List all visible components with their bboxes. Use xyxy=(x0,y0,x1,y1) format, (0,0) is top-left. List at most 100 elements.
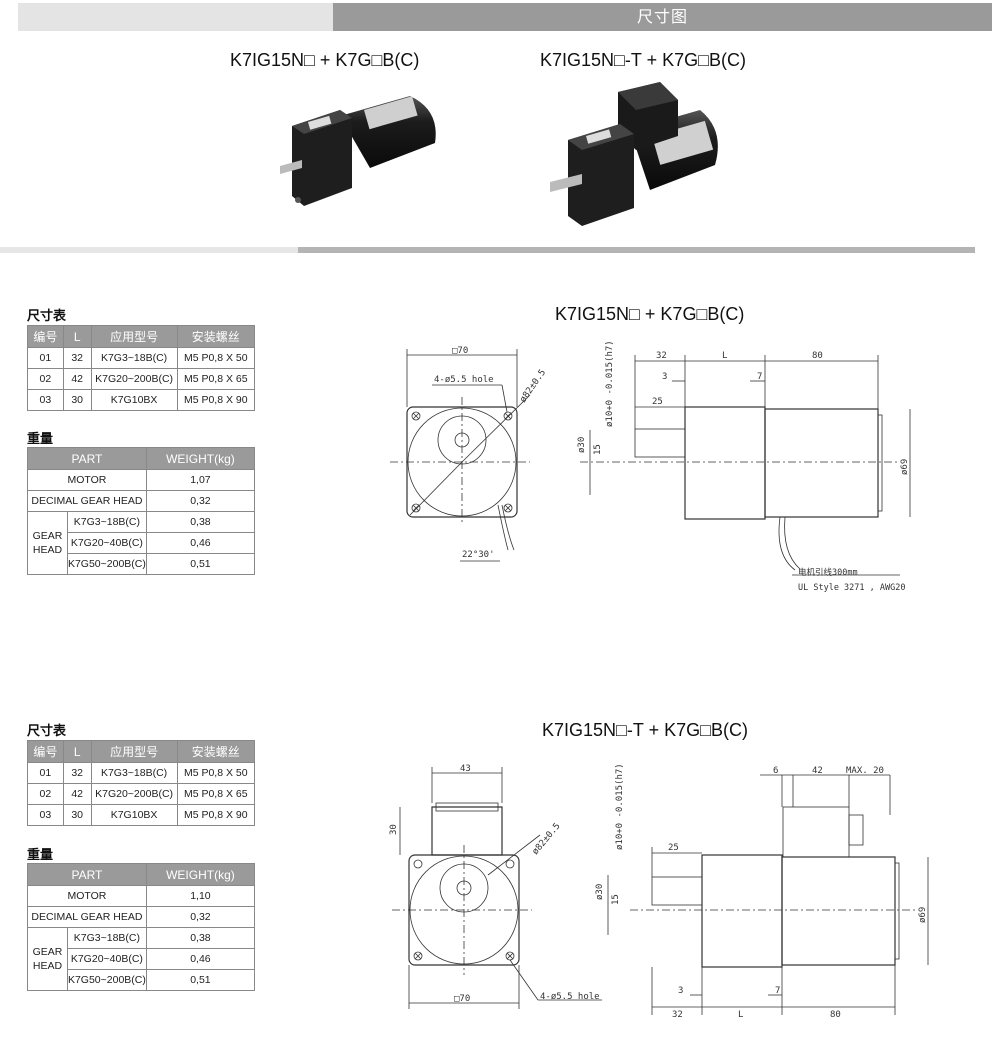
cell: M5 P0,8 X 65 xyxy=(176,783,256,805)
dims-header: 安装螺丝 xyxy=(176,325,256,348)
cell: M5 P0,8 X 50 xyxy=(176,347,256,369)
cell: 01 xyxy=(27,347,64,369)
cell: 42 xyxy=(62,368,92,390)
cell: M5 P0,8 X 90 xyxy=(176,389,256,411)
product-title-2: K7IG15N□-T + K7G□B(C) xyxy=(540,50,746,70)
weight-header: WEIGHT(kg) xyxy=(145,863,256,886)
dim-label: 3 xyxy=(662,372,667,382)
cell: 02 xyxy=(27,368,64,390)
cell: M5 P0,8 X 50 xyxy=(176,762,256,784)
cell: K7G20~40B(C) xyxy=(66,532,147,554)
dim-label: ø69 xyxy=(918,907,928,923)
dim-label: ø69 xyxy=(900,459,910,475)
table-row: 02 42 K7G20~200B(C) M5 P0,8 X 65 xyxy=(27,368,256,390)
dims-header: 应用型号 xyxy=(90,740,178,763)
dim-label: 15 xyxy=(593,444,603,455)
section-divider xyxy=(0,247,975,253)
cell: K7G3~18B(C) xyxy=(66,927,147,949)
table-row: MOTOR 1,10 xyxy=(27,885,256,907)
weight-header: PART xyxy=(27,447,147,470)
table-row: 01 32 K7G3~18B(C) M5 P0,8 X 50 xyxy=(27,347,256,369)
table-row: K7G20~40B(C) 0,46 xyxy=(28,948,256,970)
table-row: 02 42 K7G20~200B(C) M5 P0,8 X 65 xyxy=(27,783,256,805)
cell: GEAR HEAD xyxy=(27,511,68,575)
table-row: K7G50~200B(C) 0,51 xyxy=(28,969,256,991)
cell: 03 xyxy=(27,804,64,826)
cell: 0,51 xyxy=(145,969,256,991)
cell: 42 xyxy=(62,783,92,805)
dim-label: 80 xyxy=(812,351,823,361)
cell: 01 xyxy=(27,762,64,784)
table-row: DECIMAL GEAR HEAD 0,32 xyxy=(27,906,256,928)
cell: 02 xyxy=(27,783,64,805)
dim-label: ø82±0.5 xyxy=(518,368,548,405)
dims-table-2: 编号 L 应用型号 安装螺丝 01 32 K7G3~18B(C) M5 P0,8… xyxy=(27,740,256,826)
weight-header: WEIGHT(kg) xyxy=(145,447,256,470)
cell: 0,38 xyxy=(145,511,256,533)
dim-label: 32 xyxy=(672,1010,683,1020)
weight-table-1: PART WEIGHT(kg) MOTOR 1,07 DECIMAL GEAR … xyxy=(27,447,256,575)
dims-header: 编号 xyxy=(27,740,64,763)
dim-label: 25 xyxy=(652,397,663,407)
technical-drawing-1: □70 4-ø5.5 hole ø82±0.5 22°30' 32 L 80 3… xyxy=(390,340,911,593)
weight-table-label-2: 重量 xyxy=(27,848,54,863)
header-bar: 尺寸图 xyxy=(18,3,992,31)
dim-label: ø30 xyxy=(595,884,605,900)
cell: M5 P0,8 X 90 xyxy=(176,804,256,826)
dim-label: 43 xyxy=(460,764,471,774)
table-row: 01 32 K7G3~18B(C) M5 P0,8 X 50 xyxy=(27,762,256,784)
cell: K7G20~200B(C) xyxy=(90,783,178,805)
cell: K7G3~18B(C) xyxy=(90,347,178,369)
dims-table-label-1: 尺寸表 xyxy=(27,309,67,324)
dim-label: MAX. 20 xyxy=(846,766,884,776)
dim-label: 6 xyxy=(773,766,778,776)
dims-header: L xyxy=(62,325,92,348)
cell: GEAR HEAD xyxy=(27,927,68,991)
table-row: DECIMAL GEAR HEAD 0,32 xyxy=(27,490,256,512)
cell: 0,46 xyxy=(145,532,256,554)
cell: 03 xyxy=(27,389,64,411)
weight-table-2: PART WEIGHT(kg) MOTOR 1,10 DECIMAL GEAR … xyxy=(27,863,256,991)
table-row: GEAR HEAD K7G3~18B(C) 0,38 xyxy=(27,511,256,575)
cell: 0,46 xyxy=(145,948,256,970)
dim-label: 30 xyxy=(389,824,399,835)
dim-label: □70 xyxy=(454,994,470,1004)
dim-label: 4-ø5.5 hole xyxy=(540,992,600,1002)
motor-photo-2 xyxy=(550,82,718,226)
cell: K7G10BX xyxy=(90,804,178,826)
dim-label: 7 xyxy=(757,372,762,382)
dims-header: 应用型号 xyxy=(90,325,178,348)
table-row: 03 30 K7G10BX M5 P0,8 X 90 xyxy=(27,804,256,826)
cell: 1,07 xyxy=(145,469,256,491)
dim-label: ø30 xyxy=(577,437,587,453)
dim-label: 4-ø5.5 hole xyxy=(434,375,494,385)
dims-table-label-2: 尺寸表 xyxy=(27,724,67,739)
dim-label: ø10+0 -0.015(h7) xyxy=(605,340,615,427)
motor-photo-1 xyxy=(280,96,436,206)
dim-label: □70 xyxy=(452,346,468,356)
table-row: GEAR HEAD K7G3~18B(C) 0,38 xyxy=(27,927,256,991)
cell: K7G3~18B(C) xyxy=(66,511,147,533)
dim-label: 3 xyxy=(678,986,683,996)
dim-label: ø82±0.5 xyxy=(531,821,563,856)
technical-drawing-2: 43 30 ø82±0.5 □70 4-ø5.5 hole 6 42 MAX. … xyxy=(389,763,929,1020)
dim-label: L xyxy=(722,351,727,361)
cell: 32 xyxy=(62,762,92,784)
ul-label: UL Style 3271 , AWG20 xyxy=(798,583,905,593)
cell: DECIMAL GEAR HEAD xyxy=(27,906,147,928)
dim-label: 15 xyxy=(611,894,621,905)
dim-label: 32 xyxy=(656,351,667,361)
cell: K7G3~18B(C) xyxy=(90,762,178,784)
cell: 0,38 xyxy=(145,927,256,949)
cell: DECIMAL GEAR HEAD xyxy=(27,490,147,512)
dims-header: 编号 xyxy=(27,325,64,348)
cell: K7G50~200B(C) xyxy=(66,553,147,575)
dim-label: L xyxy=(738,1010,743,1020)
cell: 30 xyxy=(62,389,92,411)
page-title: 尺寸图 xyxy=(333,3,992,31)
cell: 32 xyxy=(62,347,92,369)
cell: 0,51 xyxy=(145,553,256,575)
cell: M5 P0,8 X 65 xyxy=(176,368,256,390)
cell: K7G10BX xyxy=(90,389,178,411)
table-row: MOTOR 1,07 xyxy=(27,469,256,491)
